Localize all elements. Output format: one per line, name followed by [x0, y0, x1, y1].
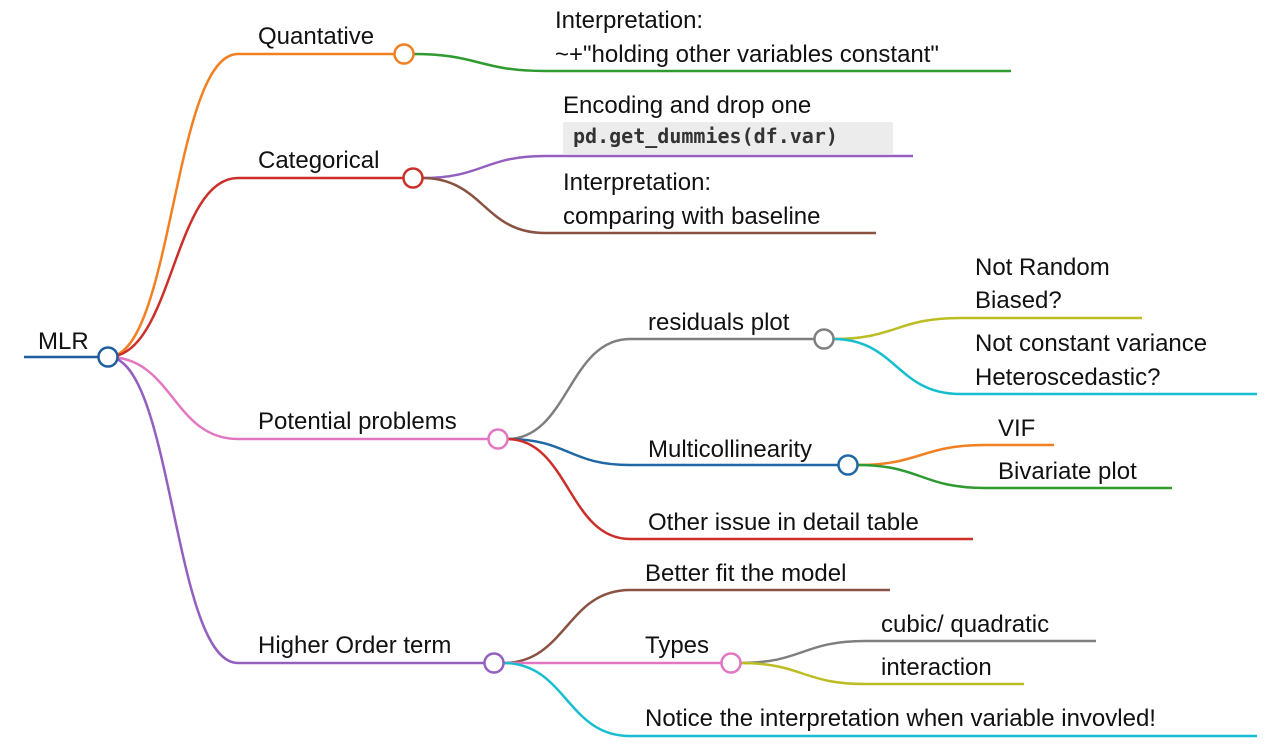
- types-toggle-node[interactable]: [720, 652, 742, 674]
- quantative-interpretation-label-line-0: Interpretation:: [555, 7, 703, 34]
- cubic-quadratic-edge: [739, 639, 866, 665]
- branch-3-label: Higher Order term: [258, 632, 451, 659]
- residuals-plot-edge: [506, 337, 631, 441]
- branch-0-toggle-node[interactable]: [393, 43, 415, 65]
- bivariate-plot-edge: [856, 463, 986, 490]
- types-label-line-0: Types: [645, 632, 709, 659]
- edge-root-to-branch-2: [107, 355, 239, 441]
- cubic-quadratic-label-line-0: cubic/ quadratic: [881, 611, 1049, 638]
- residuals-plot-label-line-0: residuals plot: [648, 309, 790, 336]
- other-issue-edge: [506, 437, 631, 541]
- branch-0-label: Quantative: [258, 23, 374, 50]
- branch-1-label: Categorical: [258, 147, 379, 174]
- multicollinearity-edge: [506, 437, 631, 467]
- edge-root-to-branch-3: [107, 355, 239, 665]
- other-issue-label-line-0: Other issue in detail table: [648, 509, 919, 536]
- mind-map-edges: [24, 52, 1257, 738]
- interaction-label-line-0: interaction: [881, 654, 992, 681]
- bivariate-plot-label-line-0: Bivariate plot: [998, 458, 1137, 485]
- multicollinearity-label-line-0: Multicollinearity: [648, 436, 812, 463]
- not-random-biased-edge: [832, 316, 961, 341]
- get-dummies-code: pd.get_dummies(df.var): [573, 124, 838, 148]
- root-label: MLR: [38, 328, 89, 355]
- not-constant-variance-label-line-0: Not constant variance: [975, 330, 1207, 357]
- branch-2-toggle-node[interactable]: [487, 428, 509, 450]
- get-dummies-code-background: [563, 122, 893, 154]
- interaction-edge: [739, 661, 866, 686]
- branch-3-toggle-node[interactable]: [483, 652, 505, 674]
- multicollinearity-toggle-node[interactable]: [837, 454, 859, 476]
- not-random-biased-label-line-1: Biased?: [975, 287, 1062, 314]
- encoding-drop-one-edge: [421, 154, 546, 180]
- categorical-interpretation-label-line-1: comparing with baseline: [563, 203, 820, 230]
- branch-1-toggle-node[interactable]: [402, 167, 424, 189]
- edge-root-to-branch-1: [107, 176, 239, 359]
- better-fit-edge: [502, 588, 631, 665]
- branch-2-label: Potential problems: [258, 408, 457, 435]
- quantative-interpretation-edge: [412, 52, 546, 73]
- not-constant-variance-label-line-1: Heteroscedastic?: [975, 364, 1160, 391]
- root-toggle-node[interactable]: [97, 346, 119, 368]
- better-fit-label-line-0: Better fit the model: [645, 560, 846, 587]
- residuals-plot-toggle-node[interactable]: [813, 328, 835, 350]
- categorical-interpretation-label-line-0: Interpretation:: [563, 169, 711, 196]
- quantative-interpretation-label-line-1: ~+"holding other variables constant": [555, 41, 939, 68]
- vif-label-line-0: VIF: [998, 415, 1035, 442]
- vif-edge: [856, 443, 986, 467]
- notice-interpretation-label-line-0: Notice the interpretation when variable …: [645, 705, 1156, 732]
- edge-root-to-branch-0: [107, 52, 239, 359]
- notice-interpretation-edge: [502, 661, 631, 738]
- not-constant-variance-edge: [832, 337, 961, 396]
- encoding-drop-one-label-line-0: Encoding and drop one: [563, 92, 811, 119]
- categorical-interpretation-edge: [421, 176, 546, 235]
- not-random-biased-label-line-0: Not Random: [975, 254, 1110, 281]
